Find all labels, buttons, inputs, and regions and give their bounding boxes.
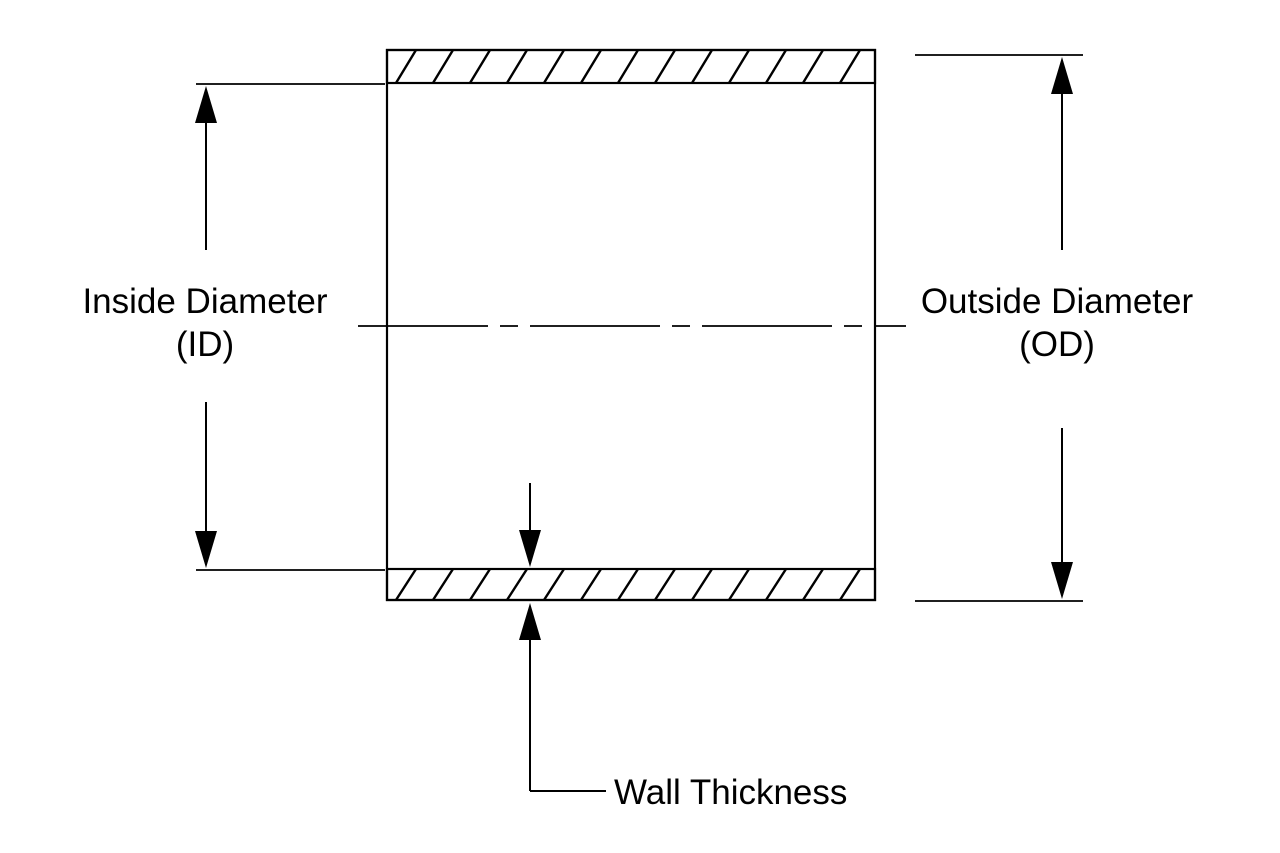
id-up-arrowhead-icon [195, 86, 217, 123]
wall-thickness-up-arrowhead-icon [519, 603, 541, 640]
inside-diameter-label-line2: (ID) [175, 324, 235, 364]
outside-diameter-label-line2: (OD) [1019, 324, 1095, 364]
outside-diameter-label: Outside Diameter (OD) [892, 281, 1222, 366]
inside-diameter-label-line1: Inside Diameter [82, 282, 328, 321]
wall-thickness-down-arrowhead-icon [519, 530, 541, 567]
wall-thickness-label: Wall Thickness [614, 773, 848, 812]
id-down-arrowhead-icon [195, 531, 217, 568]
bottom-wall-hatch-band [385, 567, 877, 602]
tube-outline [385, 48, 877, 602]
od-down-arrowhead-icon [1051, 562, 1073, 599]
outside-diameter-dimension [915, 54, 1083, 602]
inside-diameter-dimension [195, 83, 385, 571]
od-up-arrowhead-icon [1051, 57, 1073, 94]
outside-diameter-label-line1: Outside Diameter [920, 282, 1194, 321]
inside-diameter-label: Inside Diameter (ID) [40, 281, 370, 366]
wall-thickness-callout [519, 483, 606, 792]
top-wall-hatch-band [385, 48, 877, 85]
